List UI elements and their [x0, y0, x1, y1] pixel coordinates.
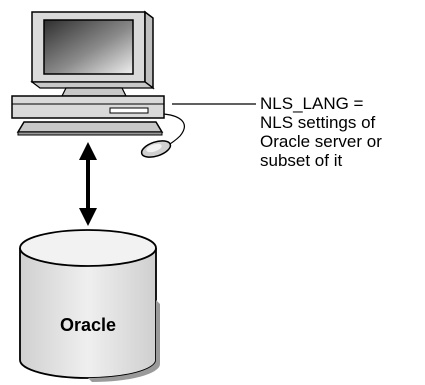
monitor-neck — [61, 87, 127, 97]
cylinder-body — [19, 248, 157, 379]
keyboard-front — [17, 131, 163, 136]
system-unit — [11, 95, 165, 119]
double-arrow-icon — [79, 142, 97, 226]
drive-slot — [109, 107, 149, 114]
keyboard — [16, 121, 164, 133]
database-icon — [19, 229, 160, 382]
mouse-icon — [140, 140, 172, 158]
database-label: Oracle — [59, 315, 117, 335]
annotation-line-1: NLS_LANG = — [260, 94, 364, 113]
monitor-screen — [43, 19, 134, 75]
annotation-line-2: NLS settings of — [260, 113, 376, 132]
annotation-line-4: subset of it — [260, 151, 343, 170]
annotation-line-3: Oracle server or — [260, 132, 382, 151]
monitor-frame-side — [144, 10, 154, 90]
nls-lang-annotation: NLS_LANG = NLS settings of Oracle server… — [260, 94, 420, 170]
computer-icon — [11, 10, 185, 158]
monitor-bezel — [30, 81, 155, 89]
cylinder-top — [19, 229, 157, 267]
